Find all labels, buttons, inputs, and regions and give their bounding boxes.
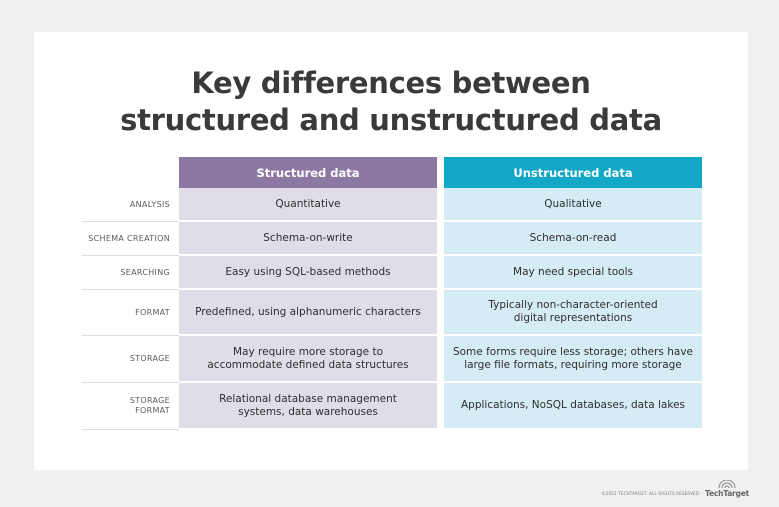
table-row: ANALYSIS Quantitative Qualitative: [82, 188, 702, 222]
techtarget-logo-icon: [718, 480, 736, 489]
row-label-format: FORMAT: [82, 290, 179, 336]
table-row: STORAGE FORMAT Relational database manag…: [82, 383, 702, 430]
structured-cell: May require more storage to accommodate …: [179, 336, 437, 383]
row-label-analysis: ANALYSIS: [82, 188, 179, 222]
header-spacer: [82, 157, 179, 188]
infographic-card: Key differences between structured and u…: [34, 32, 748, 470]
table-header-row: Structured data Unstructured data: [82, 157, 702, 188]
structured-cell: Easy using SQL-based methods: [179, 256, 437, 290]
structured-cell: Quantitative: [179, 188, 437, 222]
structured-cell: Relational database management systems, …: [179, 383, 437, 430]
unstructured-cell: May need special tools: [444, 256, 702, 290]
table-row: FORMAT Predefined, using alphanumeric ch…: [82, 290, 702, 336]
structured-cell: Schema-on-write: [179, 222, 437, 256]
table-row: SCHEMA CREATION Schema-on-write Schema-o…: [82, 222, 702, 256]
footer: ©2022 TECHTARGET. ALL RIGHTS RESERVED Te…: [602, 480, 749, 498]
unstructured-cell: Typically non-character-oriented digital…: [444, 290, 702, 336]
unstructured-data-header: Unstructured data: [444, 157, 702, 188]
techtarget-logo-text: TechTarget: [705, 489, 749, 498]
table-row: STORAGE May require more storage to acco…: [82, 336, 702, 383]
title-line-1: Key differences between: [191, 66, 591, 100]
unstructured-cell: Qualitative: [444, 188, 702, 222]
row-label-storage-format: STORAGE FORMAT: [82, 383, 179, 430]
row-label-storage: STORAGE: [82, 336, 179, 383]
structured-data-header: Structured data: [179, 157, 437, 188]
table-row: SEARCHING Easy using SQL-based methods M…: [82, 256, 702, 290]
unstructured-cell: Some forms require less storage; others …: [444, 336, 702, 383]
techtarget-logo: TechTarget: [705, 480, 749, 498]
comparison-table: Structured data Unstructured data ANALYS…: [82, 157, 702, 430]
title-line-2: structured and unstructured data: [120, 103, 662, 137]
structured-cell: Predefined, using alphanumeric character…: [179, 290, 437, 336]
row-label-schema-creation: SCHEMA CREATION: [82, 222, 179, 256]
unstructured-cell: Applications, NoSQL databases, data lake…: [444, 383, 702, 430]
copyright-text: ©2022 TECHTARGET. ALL RIGHTS RESERVED: [601, 491, 700, 496]
unstructured-cell: Schema-on-read: [444, 222, 702, 256]
row-label-searching: SEARCHING: [82, 256, 179, 290]
page-title: Key differences between structured and u…: [34, 65, 748, 139]
